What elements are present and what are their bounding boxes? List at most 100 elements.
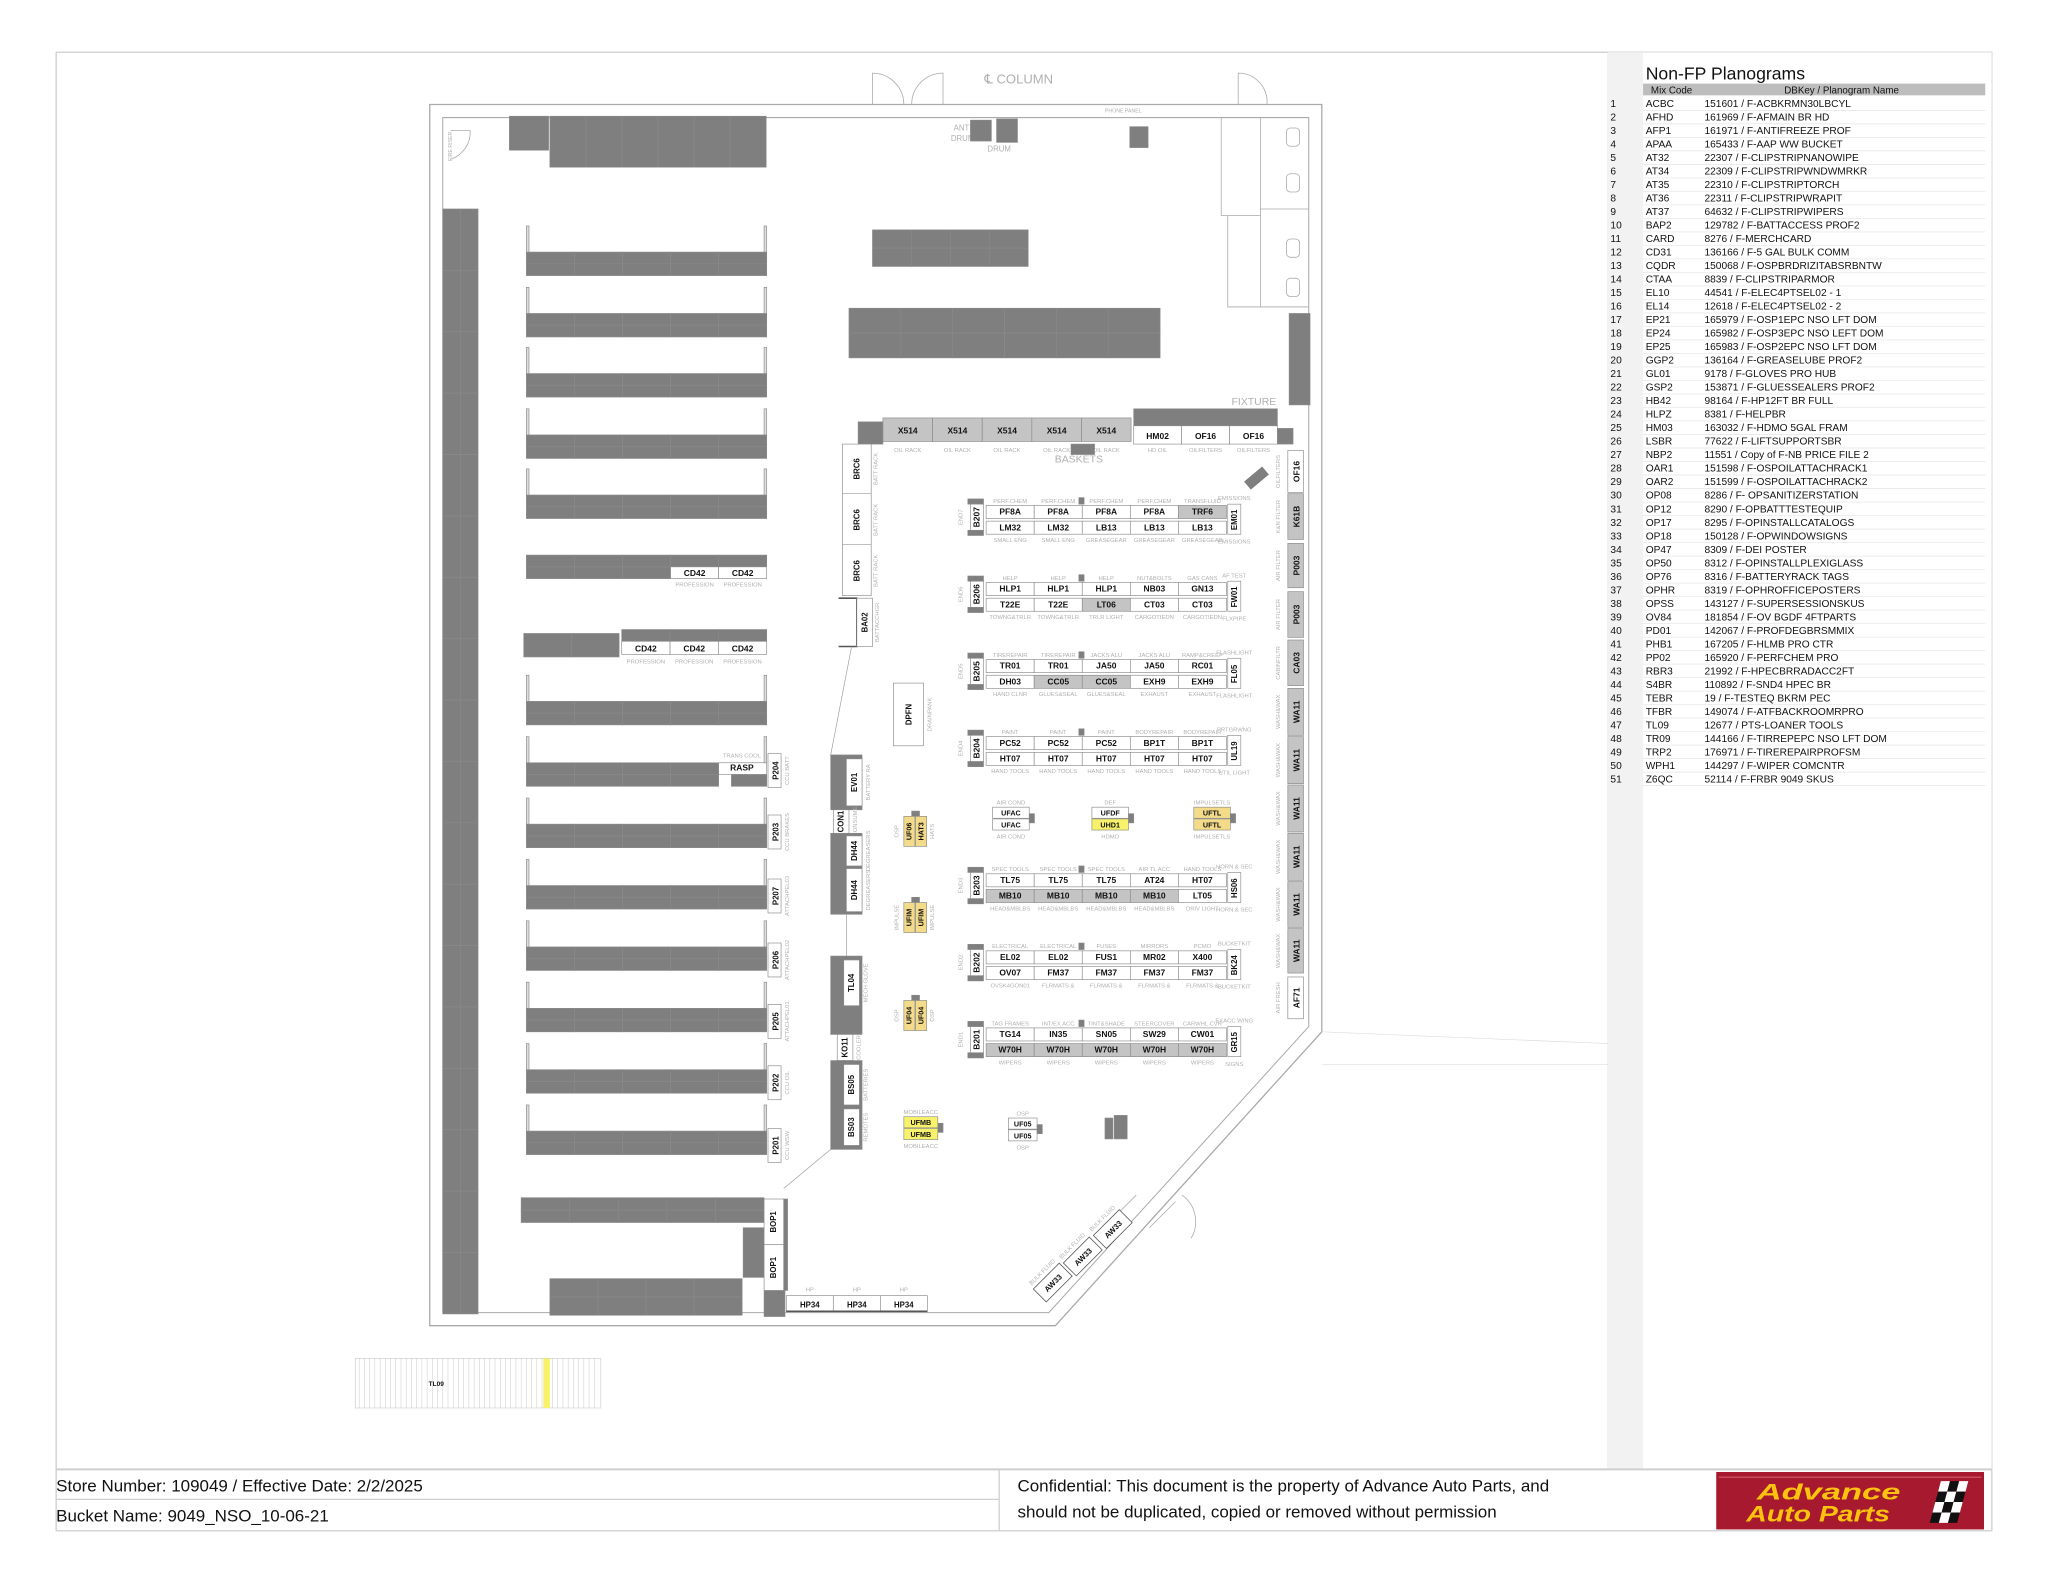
fixture-code: FM37: [1047, 968, 1069, 978]
fixture-category: EMISSIONS: [1218, 496, 1251, 502]
island-fixture: [915, 1000, 928, 1031]
island-fixture: [903, 902, 916, 933]
fixture-code: UFAC: [1001, 810, 1021, 818]
row-mix-code: APAA: [1646, 140, 1673, 151]
fixture-category: PROFESSION: [675, 660, 713, 666]
aisle-end-fixture: [767, 814, 782, 850]
right-wall-fixture: [1287, 976, 1304, 1020]
fixture-category: HAND TOOLS: [1183, 867, 1221, 873]
gondola-divider: [1078, 942, 1085, 950]
aisle-shelf: [670, 446, 719, 459]
fixture-code: LM32: [1047, 522, 1069, 532]
fixture-code: HM02: [1146, 431, 1169, 441]
row-planogram-name: 77622 / F-LIFTSUPPORTSBR: [1704, 437, 1841, 448]
oil-rack-fixture: [1081, 417, 1132, 442]
aisle-shelf: [718, 835, 768, 848]
row-planogram-name: 11551 / Copy of F-NB PRICE FILE 2: [1704, 450, 1869, 461]
row-mix-code: CARD: [1646, 234, 1675, 245]
fixture-code: UFMB: [910, 1119, 931, 1127]
row-number: 16: [1610, 302, 1622, 313]
gondola-section: [1178, 966, 1227, 980]
row-planogram-name: 136166 / F-5 GAL BULK COMM: [1704, 248, 1849, 259]
fixture-category: FLASHLIGHT: [1216, 650, 1253, 656]
row-number: 20: [1610, 356, 1622, 367]
row-planogram-name: 98164 / F-HP12FT BR FULL: [1704, 396, 1833, 407]
fixture-code: OV07: [999, 968, 1021, 978]
endcap-post: [526, 920, 530, 948]
fixture-category: WASH&WAX: [1276, 840, 1282, 874]
aisle-shelf: [670, 1130, 719, 1144]
aisle-shelf: [574, 494, 623, 508]
flag-square: [1938, 1481, 1951, 1492]
row-number: 21: [1610, 369, 1622, 380]
left-wall-shelf: [460, 1190, 479, 1253]
gondola-divider: [1078, 574, 1085, 582]
fixture-code: BS03: [847, 1117, 856, 1137]
gondola-cap: [1227, 735, 1242, 766]
fixture-code: W70H: [1191, 1045, 1215, 1055]
row-mix-code: AT36: [1646, 194, 1670, 205]
row-number: 31: [1610, 504, 1622, 515]
store-number: Store Number: 109049 / Effective Date: 2…: [56, 1477, 423, 1496]
gondola-end: [970, 949, 984, 976]
aisle-shelf: [718, 494, 768, 508]
fixture-code: UL19: [1230, 741, 1239, 761]
logo-text: Auto Parts: [1745, 1502, 1890, 1527]
left-wall-shelf: [460, 822, 479, 885]
row-planogram-name: 22310 / F-CLIPSTRIPTORCH: [1704, 180, 1839, 191]
aisle-shelf: [526, 251, 575, 265]
fixture-category: TOWNG&TRLR: [989, 615, 1031, 621]
row-number: 41: [1610, 639, 1622, 650]
row-planogram-name: 22307 / F-CLIPSTRIPNANOWIPE: [1704, 153, 1859, 164]
aisle-shelf: [670, 774, 719, 787]
fixture-category: FLRMATS &: [1090, 983, 1123, 989]
aisle-shelf: [718, 384, 768, 398]
fixture-code: LT05: [1193, 891, 1212, 901]
row-number: 10: [1610, 221, 1622, 232]
aisle-shelf: [617, 1197, 668, 1211]
fixture-category: ATTACHPEL02: [785, 940, 791, 980]
row-planogram-name: 8381 / F-HELPBR: [1704, 410, 1785, 421]
flag-square: [1950, 1502, 1963, 1513]
fixture-category: HP: [853, 1288, 861, 1294]
island-fixture: [1091, 806, 1129, 819]
row-number: 43: [1610, 666, 1622, 677]
fixture-code: HT07: [1192, 875, 1213, 885]
fixture-category: PROFESSION: [723, 582, 761, 588]
aisle-line: [783, 1149, 831, 1189]
backroom-shelf: [621, 115, 659, 168]
flag-square: [1932, 1502, 1945, 1513]
row-number: 17: [1610, 315, 1622, 326]
endcap-post: [763, 859, 768, 886]
fixture-code: TL75: [1048, 875, 1068, 885]
aisle-shelf: [526, 885, 575, 898]
gondola-cap: [1227, 580, 1242, 612]
aisle-shelf: [574, 446, 623, 459]
row-planogram-name: 8290 / F-OPBATTTESTEQUIP: [1704, 504, 1843, 515]
backroom-shelf: [952, 332, 1005, 359]
fixture-code: DH44: [850, 879, 859, 900]
fixture-code: PC52: [1000, 738, 1021, 748]
fixture-code: UF05: [1014, 1132, 1032, 1140]
aisle-shelf: [666, 1197, 716, 1211]
aisle-shelf: [526, 313, 575, 326]
aisle-shelf: [622, 373, 671, 386]
aisle-shelf: [670, 946, 719, 960]
fixture-category: OSP: [1017, 1111, 1029, 1117]
gondola-divider: [1078, 728, 1085, 736]
fixture-category: BATT RACK: [874, 453, 880, 485]
aisle-shelf: [574, 263, 623, 276]
island-nub: [911, 810, 920, 817]
fixture-code: HLP1: [1047, 584, 1069, 594]
flag-square: [1935, 1491, 1948, 1503]
row-number: 32: [1610, 518, 1622, 529]
